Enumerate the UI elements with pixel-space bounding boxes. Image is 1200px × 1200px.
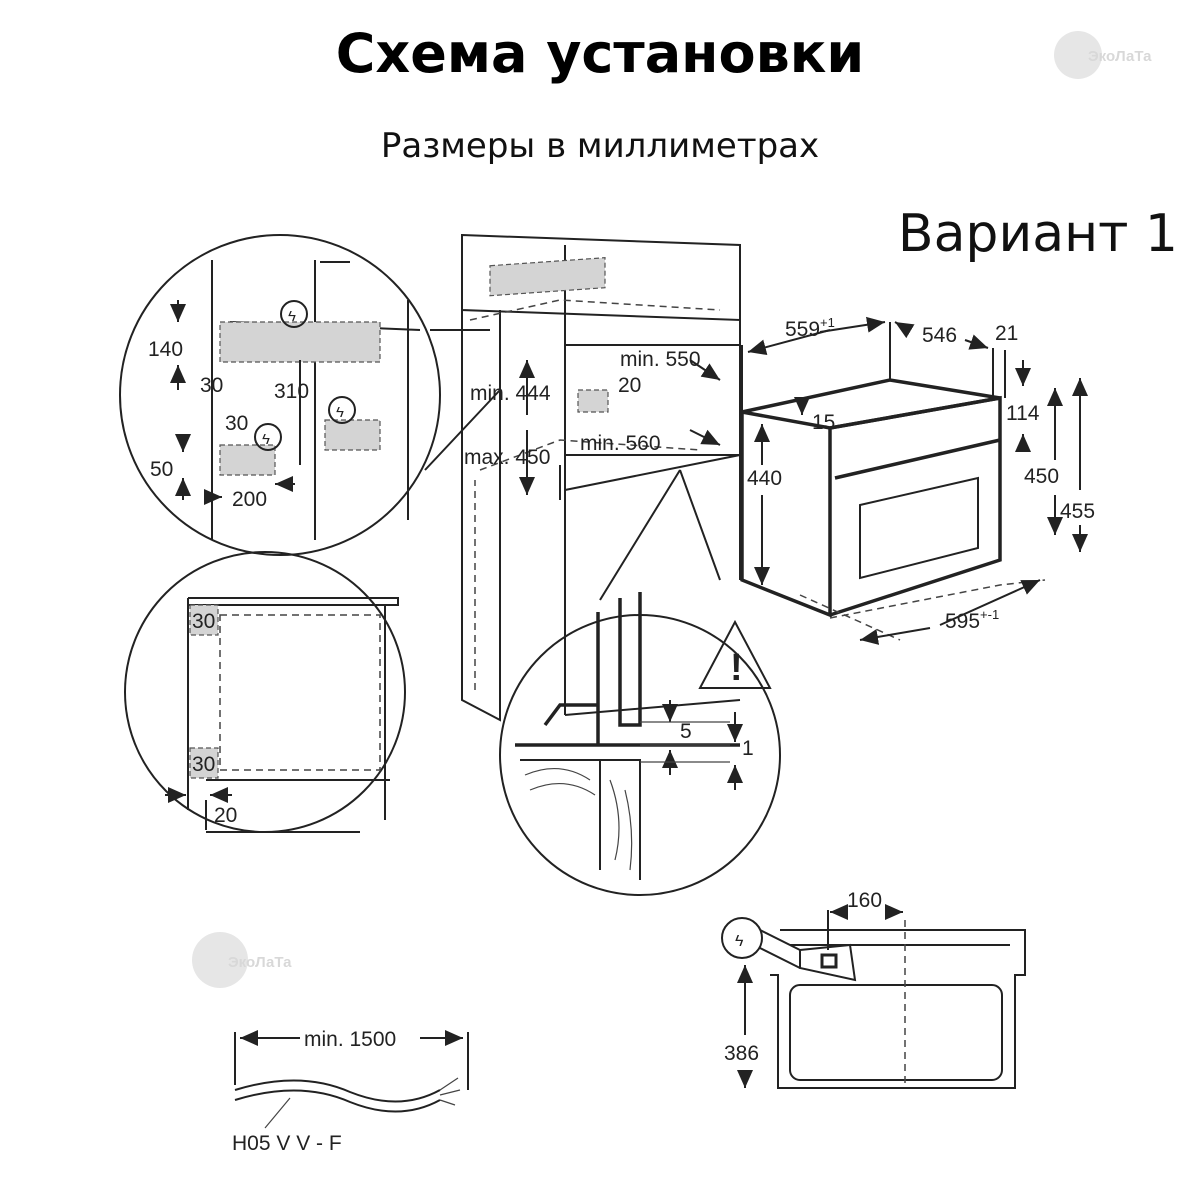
watermark-logo-top: ЭкоЛаТа: [1054, 31, 1152, 79]
dim-30-top: 30: [192, 610, 215, 633]
cable-drawing: [234, 1030, 469, 1129]
detail-circle-ventilation: [124, 551, 406, 833]
page-title: Схема установки: [335, 22, 865, 85]
oven-drawing: [740, 316, 1088, 645]
svg-text:ЭкоЛаТа: ЭкоЛаТа: [1088, 48, 1152, 65]
svg-text:ϟ: ϟ: [262, 431, 270, 448]
dim-455: 455: [1060, 500, 1095, 523]
dim-595: 595+-1: [945, 607, 999, 633]
dim-5: 5: [680, 720, 692, 743]
detail-circle-floor: !: [499, 469, 781, 896]
dim-160: 160: [847, 889, 882, 912]
cable-length: min. 1500: [304, 1028, 396, 1051]
cable-type: H05 V V - F: [232, 1132, 342, 1155]
dim-114: 114: [1006, 402, 1040, 425]
dim-30-bottom: 30: [192, 753, 215, 776]
dim-20: 20: [618, 374, 641, 397]
dim-30b: 30: [225, 412, 248, 435]
dim-386: 386: [724, 1042, 759, 1065]
dim-546: 546: [922, 324, 957, 347]
cabinet-drawing: [461, 233, 741, 722]
dim-50: 50: [150, 458, 173, 481]
dim-min-444: min. 444: [470, 382, 551, 405]
dim-440: 440: [747, 467, 782, 490]
svg-text:ϟ: ϟ: [735, 933, 744, 950]
dim-450: 450: [1024, 465, 1059, 488]
dim-1: 1: [742, 737, 754, 760]
svg-text:ЭкоЛаТа: ЭкоЛаТа: [228, 954, 292, 971]
svg-text:ϟ: ϟ: [288, 308, 296, 325]
svg-text:ϟ: ϟ: [336, 404, 344, 421]
page-subtitle: Размеры в миллиметрах: [380, 126, 820, 166]
svg-text:!: !: [730, 647, 743, 689]
watermark-logo-bottom: ЭкоЛаТа: [192, 932, 292, 988]
dim-20-side: 20: [214, 804, 237, 827]
dim-21: 21: [995, 322, 1018, 345]
dim-max-450: max. 450: [464, 446, 550, 469]
dim-30a: 30: [200, 374, 223, 397]
dim-310: 310: [274, 380, 309, 403]
rear-view-drawing: ϟ: [721, 904, 1026, 1089]
dim-200: 200: [232, 488, 267, 511]
dim-min-550: min. 550: [620, 348, 701, 371]
detail-circle-electrical: ϟ ϟ ϟ: [119, 234, 501, 556]
dim-min-560: min. 560: [580, 432, 661, 455]
dim-140: 140: [148, 338, 183, 361]
dim-559: 559+1: [785, 315, 835, 341]
variant-label: Вариант 1: [897, 204, 1178, 264]
dim-15: 15: [812, 411, 835, 434]
